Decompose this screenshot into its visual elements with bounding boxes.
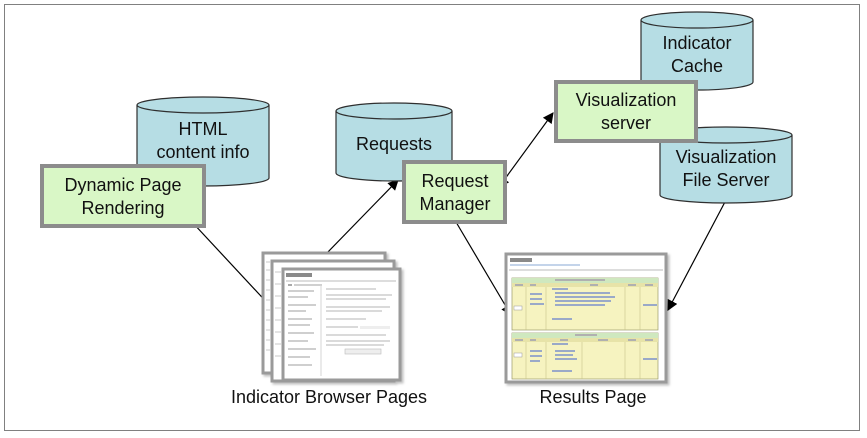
html-content-label-line1: HTML: [179, 119, 228, 139]
arrow-manager-to-results: [455, 221, 512, 316]
indicator-browser-pages-thumbnail: [261, 251, 402, 383]
requests-label: Requests: [356, 134, 432, 154]
visualization-server-box: Visualization server: [554, 80, 698, 143]
connector-arrows: [191, 112, 727, 316]
request-manager-box: Request Manager: [402, 160, 507, 224]
request-manager-label-line1: Request: [421, 171, 488, 191]
indicator-browser-pages-caption: Indicator Browser Pages: [231, 387, 427, 407]
arrow-browser-to-requests: [324, 179, 399, 256]
html-content-label-line2: content info: [156, 142, 249, 162]
viz-file-server-label-line1: Visualization: [676, 147, 777, 167]
indicator-cache-cylinder: Indicator Cache: [640, 11, 754, 91]
indicator-cache-label-line2: Cache: [671, 56, 723, 76]
results-page-thumbnail: [504, 252, 668, 384]
dynamic-page-label-line2: Rendering: [81, 198, 164, 218]
results-page-caption: Results Page: [539, 387, 646, 407]
viz-file-server-label-line2: File Server: [682, 170, 769, 190]
dynamic-page-label-line1: Dynamic Page: [64, 175, 181, 195]
arrow-fileserver-to-results: [667, 199, 727, 311]
arrow-dynamic-to-browser: [191, 221, 273, 309]
request-manager-label-line2: Manager: [419, 194, 490, 214]
viz-server-label-line1: Visualization: [576, 90, 677, 110]
dynamic-page-rendering-box: Dynamic Page Rendering: [40, 164, 206, 228]
arrow-manager-vizserver: [498, 112, 554, 188]
indicator-cache-label-line1: Indicator: [662, 33, 731, 53]
viz-server-label-line2: server: [601, 113, 651, 133]
